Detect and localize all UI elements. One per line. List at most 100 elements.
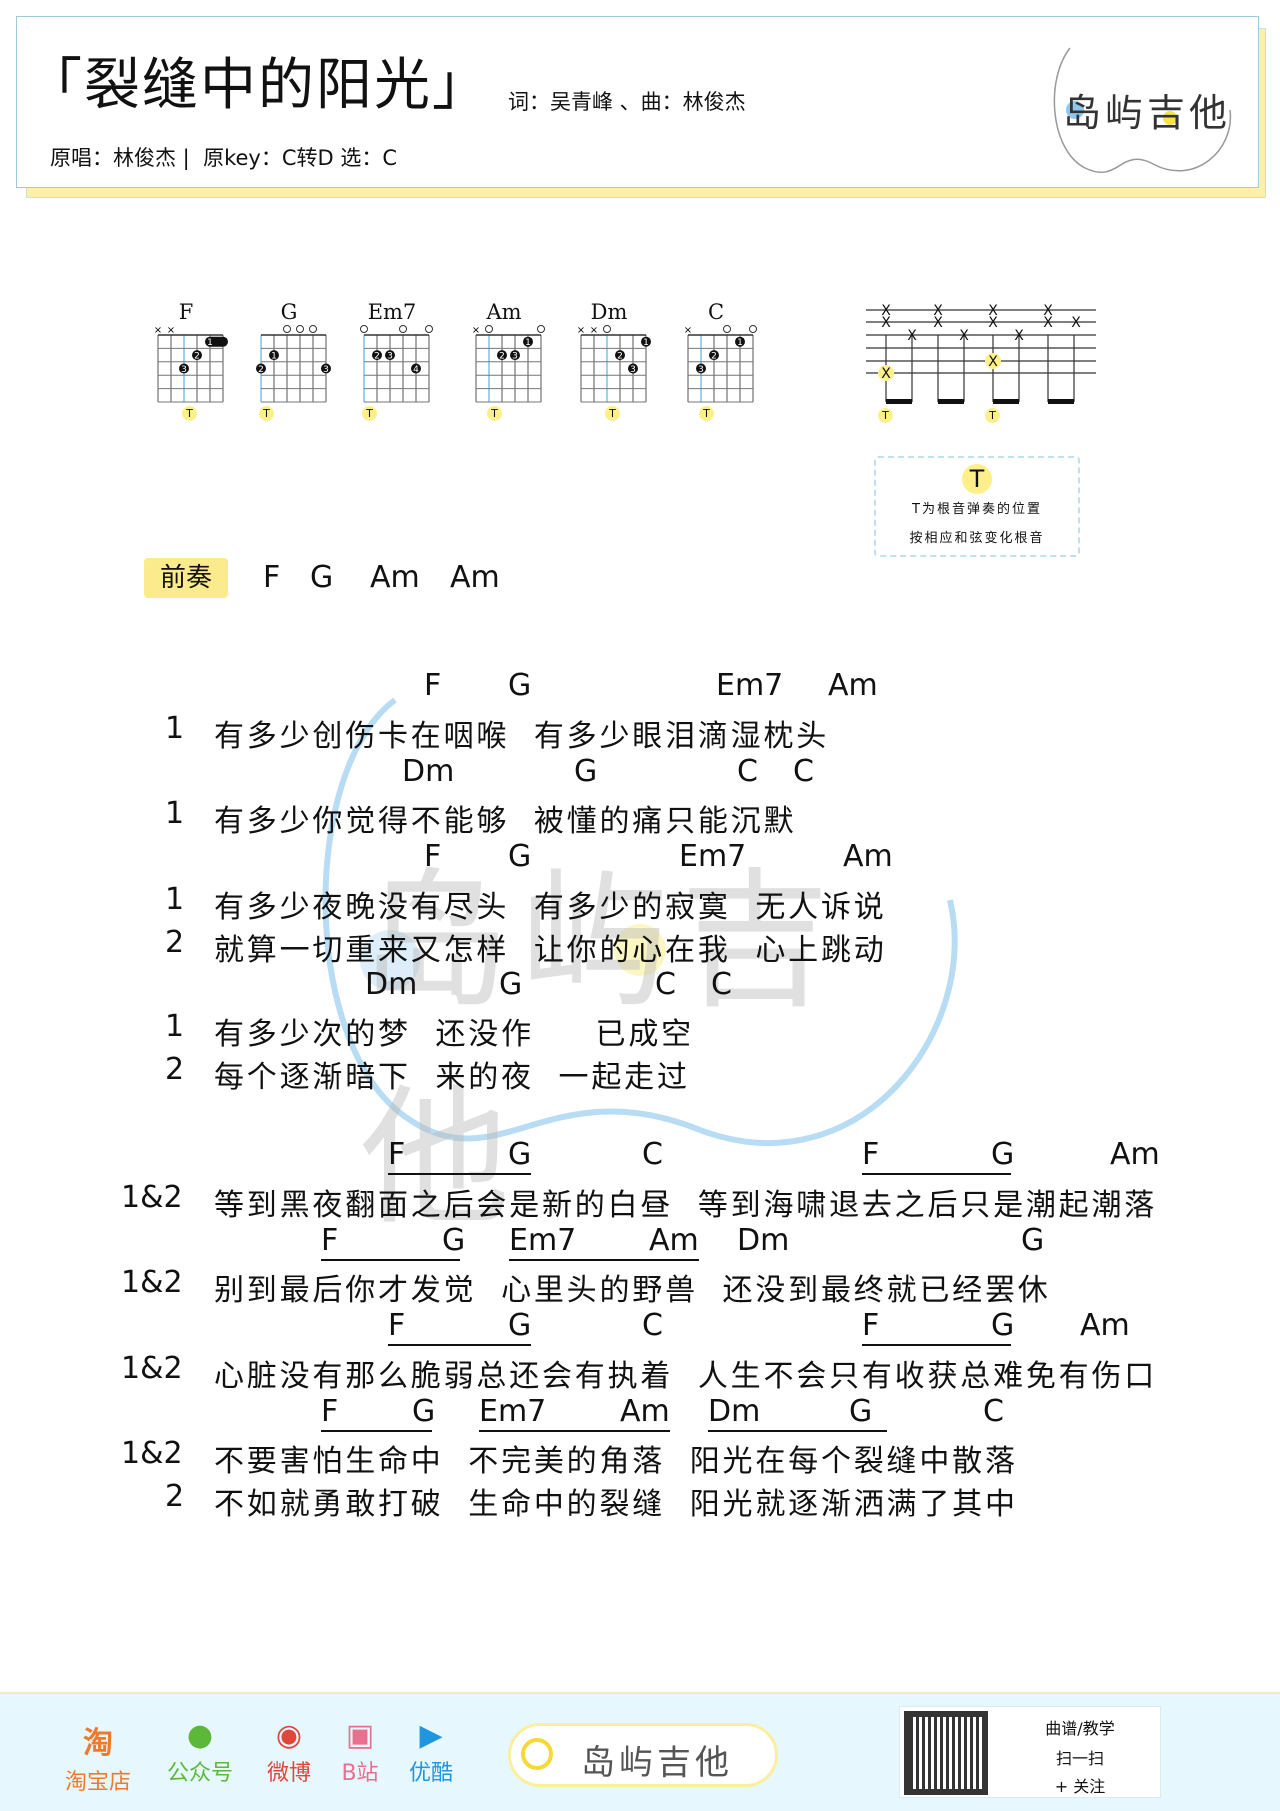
chord-label: F bbox=[388, 1137, 406, 1172]
search-text: 岛屿吉他 bbox=[581, 1743, 733, 1783]
svg-text:1: 1 bbox=[271, 352, 277, 362]
lyric-line: 有多少创伤卡在咽喉 有多少眼泪滴湿枕头 bbox=[214, 719, 830, 754]
chord-tie-line bbox=[388, 1173, 531, 1175]
intro-chord: Am bbox=[450, 560, 500, 595]
root-marker: T bbox=[699, 406, 714, 421]
svg-text:X: X bbox=[881, 303, 891, 319]
svg-text:1: 1 bbox=[525, 338, 531, 348]
line-number: 1 bbox=[165, 882, 185, 917]
chord-label: Em7 bbox=[509, 1223, 577, 1258]
svg-text:3: 3 bbox=[387, 352, 393, 362]
chord-name: F bbox=[178, 300, 194, 324]
lyric-line: 有多少次的梦 还没作 已成空 bbox=[214, 1017, 694, 1052]
line-number: 1 bbox=[165, 1009, 185, 1044]
qr-caption-2: 扫一扫 bbox=[1055, 1749, 1104, 1768]
line-number: 1&2 bbox=[121, 1180, 183, 1215]
root-legend-mark: T bbox=[962, 464, 992, 494]
intro-chord: Am bbox=[370, 560, 420, 595]
footer-link-4[interactable]: ▶优酷 bbox=[396, 1718, 466, 1787]
header-card bbox=[16, 16, 1259, 188]
svg-text:×: × bbox=[577, 325, 585, 336]
chord-name: Em7 bbox=[367, 300, 417, 324]
qr-caption-3[interactable]: + 关注 bbox=[1054, 1777, 1106, 1796]
chord-label: G bbox=[849, 1394, 873, 1429]
svg-text:×: × bbox=[154, 325, 162, 336]
chord-label: Am bbox=[843, 839, 893, 874]
svg-text:2: 2 bbox=[499, 352, 505, 362]
svg-text:X: X bbox=[988, 303, 998, 319]
svg-text:3: 3 bbox=[181, 365, 187, 375]
logo-outline-icon bbox=[1053, 47, 1232, 174]
line-number: 1 bbox=[165, 711, 185, 746]
song-title: 「裂缝中的阳光」 bbox=[26, 53, 490, 118]
footer-link-label: 优酷 bbox=[408, 1761, 453, 1786]
chord-name: C bbox=[707, 300, 725, 324]
svg-text:×: × bbox=[167, 325, 175, 336]
chord-label: G bbox=[508, 1308, 532, 1343]
footer-link-0[interactable]: 淘淘宝店 bbox=[63, 1718, 133, 1796]
chord-tie-line bbox=[509, 1259, 699, 1261]
chord-label: Am bbox=[649, 1223, 699, 1258]
root-marker: T bbox=[487, 406, 502, 421]
svg-text:2: 2 bbox=[711, 352, 717, 362]
search-icon bbox=[521, 1738, 553, 1770]
root-marker: T bbox=[985, 408, 1000, 423]
footer-link-1[interactable]: ●公众号 bbox=[165, 1718, 235, 1787]
chord-label: C bbox=[642, 1137, 663, 1172]
lyric-line: 有多少夜晚没有尽头 有多少的寂寞 无人诉说 bbox=[214, 890, 887, 925]
line-number: 2 bbox=[165, 1479, 185, 1514]
footer-link-label: B站 bbox=[341, 1761, 379, 1786]
chord-label: G bbox=[442, 1223, 466, 1258]
intro-label: 前奏 bbox=[144, 558, 228, 598]
chord-label: F bbox=[862, 1308, 880, 1343]
chord-grid: 12 3 bbox=[256, 325, 331, 403]
footer-link-icon: ▣ bbox=[345, 1718, 375, 1753]
svg-text:1: 1 bbox=[643, 338, 649, 348]
chord-name: G bbox=[280, 300, 298, 324]
svg-text:4: 4 bbox=[413, 365, 419, 375]
svg-text:2: 2 bbox=[258, 365, 264, 375]
chord-label: G bbox=[499, 967, 523, 1002]
root-marker: T bbox=[259, 406, 274, 421]
chord-label: F bbox=[321, 1394, 339, 1429]
line-number: 1&2 bbox=[121, 1265, 183, 1300]
qr-code-icon[interactable] bbox=[904, 1711, 988, 1795]
lyric-line: 别到最后你才发觉 心里头的野兽 还没到最终就已经罢休 bbox=[214, 1273, 1051, 1308]
chord-label: Am bbox=[620, 1394, 670, 1429]
chord-label: C bbox=[737, 754, 758, 789]
svg-text:3: 3 bbox=[323, 365, 329, 375]
intro-chord: G bbox=[310, 560, 334, 595]
footer-link-label: 淘宝店 bbox=[64, 1770, 131, 1795]
svg-text:X: X bbox=[988, 315, 998, 331]
lyric-line: 心脏没有那么脆弱总还会有执着 人生不会只有收获总难免有伤口 bbox=[214, 1359, 1158, 1394]
chord-label: G bbox=[991, 1137, 1015, 1172]
footer-link-2[interactable]: ◉微博 bbox=[254, 1718, 324, 1787]
svg-text:X: X bbox=[1014, 328, 1024, 344]
svg-text:2: 2 bbox=[617, 352, 623, 362]
lyric-line: 有多少你觉得不能够 被懂的痛只能沉默 bbox=[214, 804, 797, 839]
svg-text:3: 3 bbox=[698, 365, 704, 375]
chord-label: G bbox=[991, 1308, 1015, 1343]
chord-label: Dm bbox=[737, 1223, 790, 1258]
chord-grid: ×123 bbox=[684, 325, 757, 403]
chord-label: F bbox=[862, 1137, 880, 1172]
chord-grid: ××123 bbox=[577, 325, 651, 403]
song-meta: 原唱：林俊杰 | 原key：C转D 选：C bbox=[50, 146, 398, 170]
chord-label: G bbox=[1021, 1223, 1045, 1258]
chord-label: Am bbox=[828, 668, 878, 703]
chord-label: C bbox=[655, 967, 676, 1002]
chord-label: Am bbox=[1110, 1137, 1160, 1172]
svg-text:3: 3 bbox=[630, 365, 636, 375]
footer-link-3[interactable]: ▣ B站 bbox=[325, 1718, 395, 1787]
legend-line-2: 按相应和弦变化根音 bbox=[909, 531, 1045, 546]
svg-text:1: 1 bbox=[207, 338, 213, 348]
legend-line-1: T为根音弹奏的位置 bbox=[912, 502, 1042, 517]
chord-label: Dm bbox=[402, 754, 455, 789]
search-box[interactable]: 岛屿吉他 bbox=[508, 1723, 778, 1787]
logo-text: 岛屿吉他 bbox=[1063, 91, 1232, 135]
